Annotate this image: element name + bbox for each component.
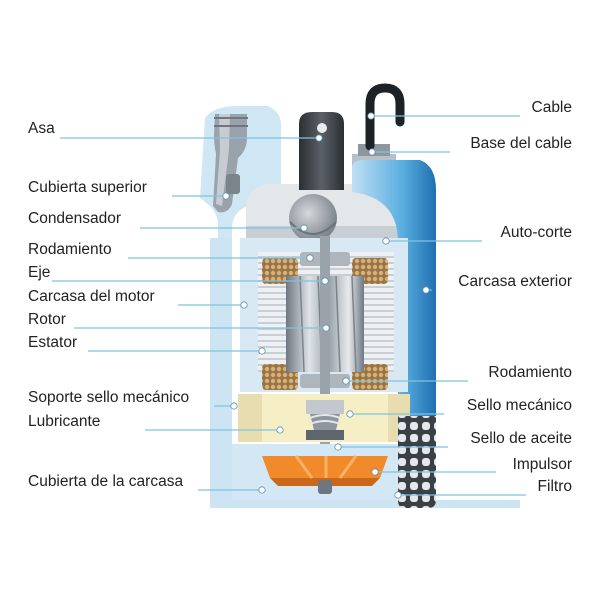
leader-carcasa-exterior-marker xyxy=(422,286,430,294)
label-filtro: Filtro xyxy=(537,478,572,495)
label-cubierta-superior: Cubierta superior xyxy=(28,179,147,196)
leader-sello-mecanico-marker xyxy=(346,410,354,418)
leader-impulsor-marker xyxy=(371,468,379,476)
label-rodamiento-right: Rodamiento xyxy=(488,364,572,381)
label-auto-corte: Auto-corte xyxy=(500,224,572,241)
leader-cable-marker xyxy=(367,112,375,120)
leader-auto-corte-marker xyxy=(382,237,390,245)
label-sello-de-aceite: Sello de aceite xyxy=(470,430,572,447)
label-estator: Estator xyxy=(28,334,78,351)
leader-filtro-marker xyxy=(394,491,402,499)
top-cover xyxy=(246,184,436,242)
label-carcasa-del-motor: Carcasa del motor xyxy=(28,288,155,305)
label-rotor: Rotor xyxy=(28,311,66,328)
leader-rodamiento-left-marker xyxy=(306,254,314,262)
leader-rodamiento-right-marker xyxy=(342,377,350,385)
leader-condensador-marker xyxy=(300,224,308,232)
leader-eje-marker xyxy=(321,277,329,285)
label-sello-mecanico: Sello mecánico xyxy=(466,397,572,414)
exterior-housing xyxy=(352,160,436,416)
label-carcasa-exterior: Carcasa exterior xyxy=(458,273,572,290)
leader-sello-de-aceite-marker xyxy=(334,443,342,451)
seal-chamber xyxy=(238,394,410,442)
label-cubierta-de-la-carcasa: Cubierta de la carcasa xyxy=(28,473,184,490)
casing-cover xyxy=(232,444,410,500)
leader-carcasa-del-motor-marker xyxy=(240,301,248,309)
leader-rotor-marker xyxy=(322,324,330,332)
leader-soporte-sello-mecanico-marker xyxy=(230,402,238,410)
label-soporte-sello-mecanico: Soporte sello mecánico xyxy=(28,389,190,406)
leader-estator-marker xyxy=(258,347,266,355)
label-base-del-cable: Base del cable xyxy=(470,135,572,152)
label-cable: Cable xyxy=(531,99,573,116)
leader-asa-marker xyxy=(315,134,323,142)
label-eje: Eje xyxy=(28,264,51,281)
leader-lubricante-marker xyxy=(276,426,284,434)
label-asa: Asa xyxy=(28,120,55,137)
leader-cubierta-superior-marker xyxy=(222,192,230,200)
leader-base-del-cable-marker xyxy=(368,148,376,156)
filter xyxy=(398,416,436,508)
label-impulsor: Impulsor xyxy=(512,456,572,473)
label-rodamiento-left: Rodamiento xyxy=(28,241,112,258)
leader-cubierta-de-la-carcasa-marker xyxy=(258,486,266,494)
motor-housing xyxy=(240,236,408,480)
label-lubricante: Lubricante xyxy=(28,413,101,430)
label-condensador: Condensador xyxy=(28,210,122,227)
leader-lines xyxy=(52,112,526,499)
